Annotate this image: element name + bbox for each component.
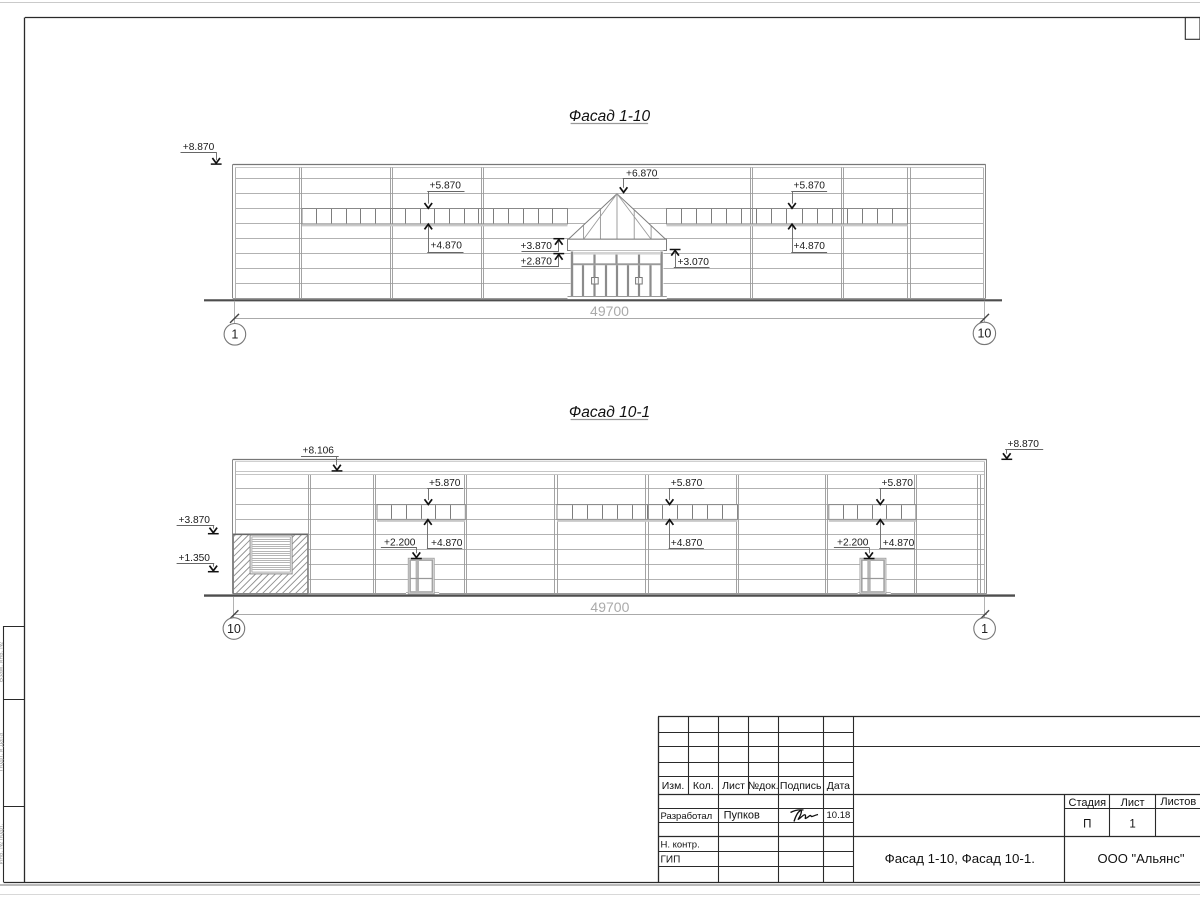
- svg-text:49700: 49700: [590, 599, 629, 615]
- svg-text:+3.070: +3.070: [678, 257, 710, 268]
- svg-text:1: 1: [231, 328, 238, 342]
- svg-text:+2.870: +2.870: [521, 256, 553, 267]
- svg-text:Взам. инв. №: Взам. инв. №: [0, 642, 5, 682]
- svg-text:Лист: Лист: [1121, 797, 1145, 809]
- svg-text:+8.870: +8.870: [183, 142, 215, 153]
- svg-text:Фасад 1-10, Фасад 10-1.: Фасад 1-10, Фасад 10-1.: [885, 851, 1035, 866]
- svg-text:+1.350: +1.350: [179, 553, 211, 564]
- svg-text:10.18: 10.18: [827, 810, 851, 821]
- svg-text:Разработал: Разработал: [661, 811, 713, 822]
- svg-text:Листов: Листов: [1160, 796, 1196, 808]
- svg-text:+3.870: +3.870: [521, 241, 553, 252]
- svg-text:+5.870: +5.870: [430, 180, 462, 191]
- svg-text:+4.870: +4.870: [431, 538, 463, 549]
- svg-text:Изм.: Изм.: [662, 780, 685, 792]
- svg-text:Подп. и дата: Подп. и дата: [0, 732, 5, 771]
- svg-text:Кол.: Кол.: [693, 780, 714, 792]
- svg-text:1: 1: [1129, 819, 1135, 831]
- svg-text:+6.870: +6.870: [626, 168, 658, 179]
- svg-text:Подпись: Подпись: [780, 780, 822, 792]
- svg-text:+4.870: +4.870: [431, 241, 463, 252]
- svg-text:+5.870: +5.870: [794, 181, 826, 192]
- svg-text:ГИП: ГИП: [661, 855, 681, 866]
- svg-text:+3.870: +3.870: [179, 515, 211, 526]
- svg-text:ООО "Альянс": ООО "Альянс": [1098, 851, 1185, 866]
- svg-text:+5.870: +5.870: [671, 478, 703, 489]
- svg-text:+2.200: +2.200: [837, 537, 869, 548]
- svg-text:1: 1: [981, 622, 988, 636]
- svg-text:+4.870: +4.870: [883, 538, 915, 549]
- svg-text:Фасад 10-1: Фасад 10-1: [569, 404, 650, 421]
- svg-text:Лист: Лист: [722, 780, 745, 792]
- svg-text:+2.200: +2.200: [384, 537, 416, 548]
- svg-text:+5.870: +5.870: [429, 478, 461, 489]
- svg-text:Пупков: Пупков: [724, 810, 760, 822]
- svg-text:П: П: [1083, 819, 1091, 831]
- svg-text:+5.870: +5.870: [882, 478, 914, 489]
- svg-text:49700: 49700: [590, 303, 629, 319]
- svg-text:Фасад 1-10: Фасад 1-10: [569, 108, 651, 125]
- svg-text:Н. контр.: Н. контр.: [661, 840, 700, 851]
- svg-text:+4.870: +4.870: [794, 241, 826, 252]
- svg-text:10: 10: [227, 622, 241, 636]
- svg-text:Дата: Дата: [827, 780, 850, 792]
- svg-text:10: 10: [977, 327, 991, 341]
- svg-text:+4.870: +4.870: [671, 538, 703, 549]
- svg-text:+8.106: +8.106: [303, 445, 335, 456]
- svg-text:Стадия: Стадия: [1069, 797, 1107, 809]
- svg-text:Инв. № подл.: Инв. № подл.: [0, 824, 5, 865]
- svg-text:+8.870: +8.870: [1008, 439, 1040, 450]
- svg-text:№док.: №док.: [748, 780, 779, 792]
